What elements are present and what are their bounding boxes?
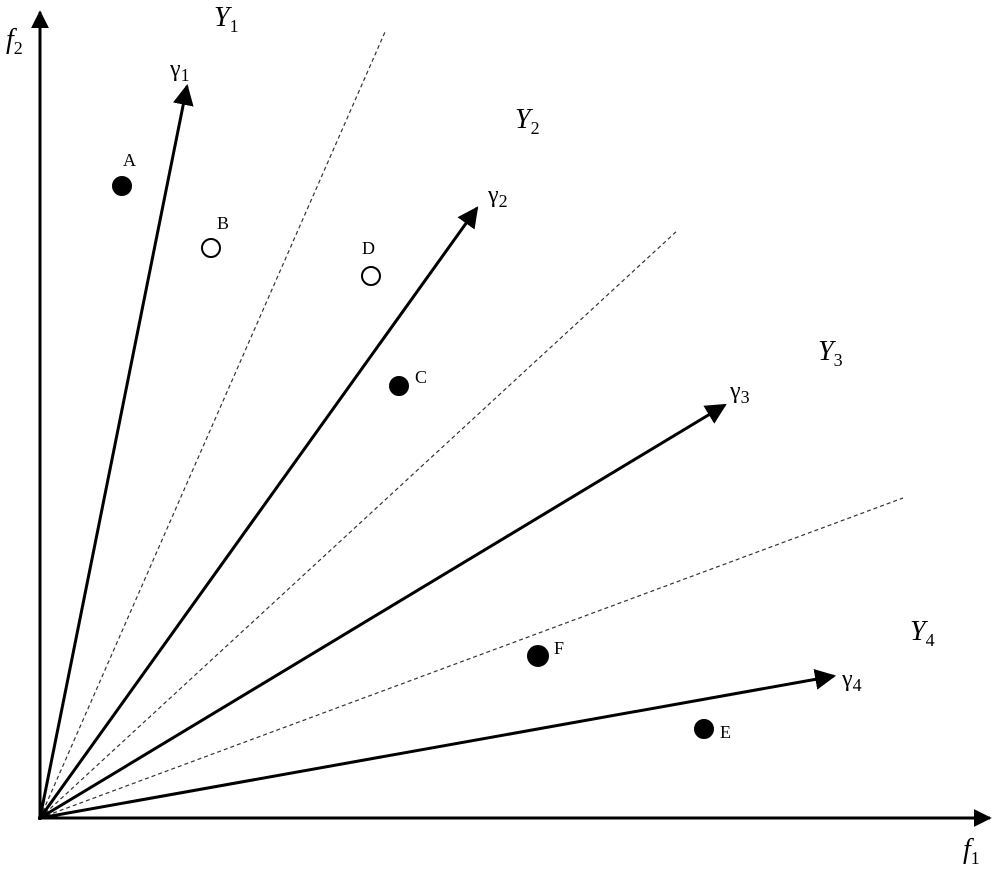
point-d (361, 266, 381, 286)
region-label-y3: Y3 (818, 336, 843, 370)
point-label-c: C (415, 367, 427, 387)
vector-label-gamma-1: γ1 (169, 56, 190, 85)
vector-label-gamma-2: γ2 (487, 182, 508, 211)
point-a (112, 176, 132, 196)
point-e (694, 719, 714, 739)
vector-label-gamma-3: γ3 (729, 378, 750, 407)
divider-y2-y3 (39, 229, 679, 819)
point-c (389, 376, 409, 396)
point-label-e: E (720, 722, 731, 742)
point-label-d: D (362, 238, 375, 258)
f1-axis-label: f1 (963, 834, 980, 868)
point-f (527, 645, 549, 667)
f2-axis-label: f2 (6, 24, 23, 58)
point-label-b: B (217, 213, 229, 233)
vector-gamma-1 (38, 83, 194, 819)
region-label-y1: Y1 (214, 2, 239, 36)
vector-gamma-3 (39, 403, 727, 820)
vector-gamma-2 (38, 206, 479, 819)
divider-y1-y2 (39, 31, 386, 819)
region-label-y4: Y4 (910, 616, 935, 650)
point-label-a: A (123, 150, 136, 170)
region-label-y2: Y2 (515, 104, 540, 138)
point-b (201, 238, 221, 258)
point-label-f: F (554, 638, 564, 658)
vector-gamma-4 (39, 668, 837, 820)
vector-label-gamma-4: γ4 (841, 666, 862, 695)
divider-y3-y4 (39, 497, 904, 819)
